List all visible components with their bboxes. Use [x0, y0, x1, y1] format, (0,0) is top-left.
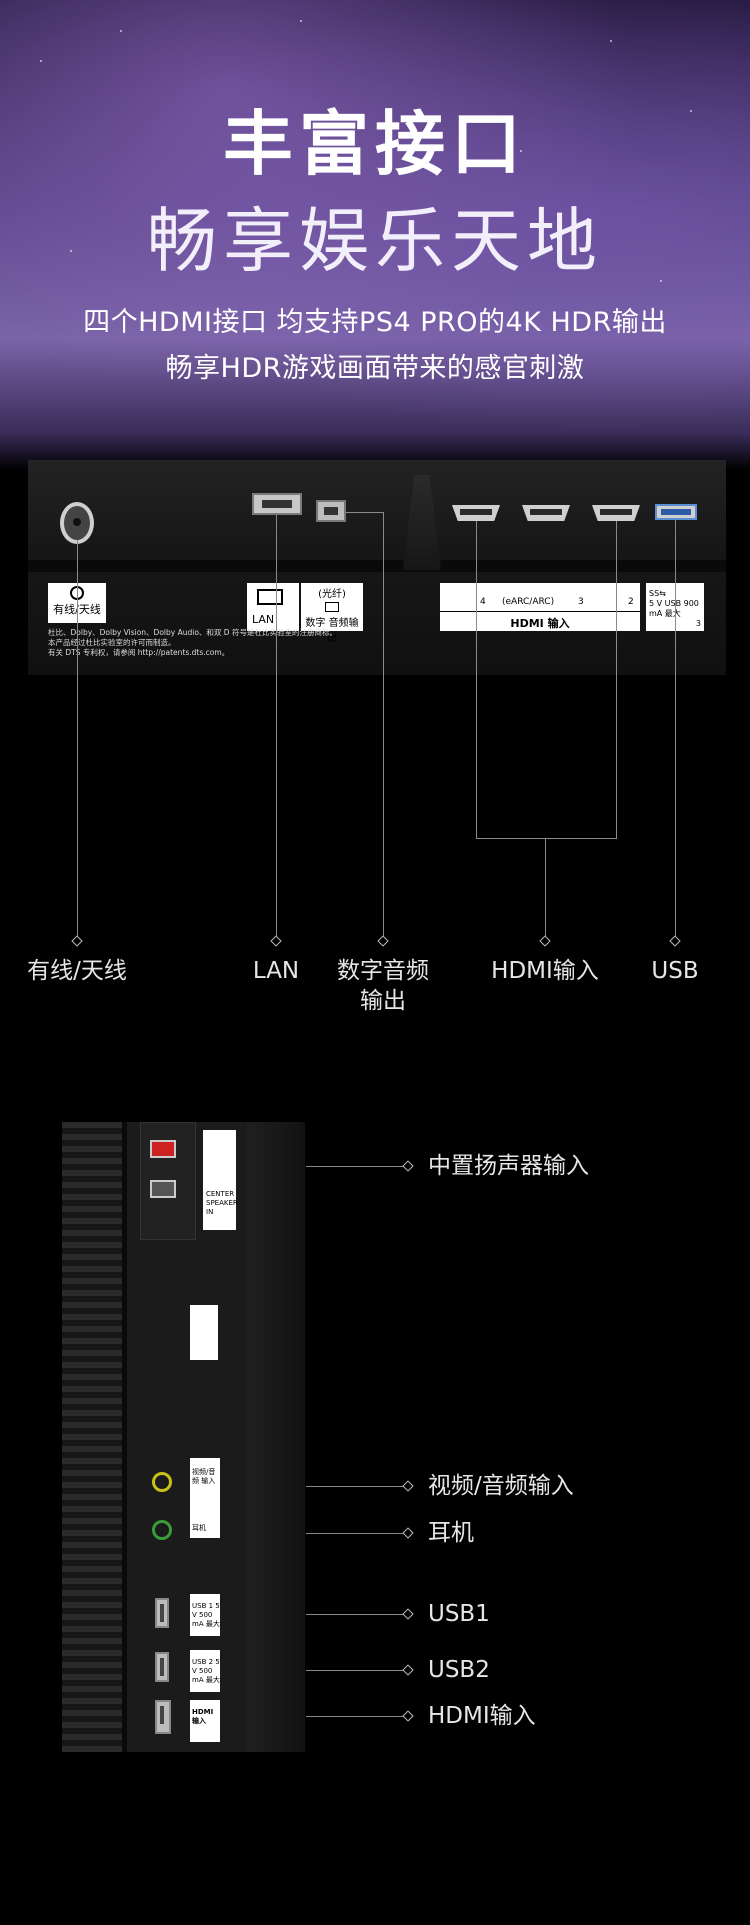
hdmi-port-3-icon [522, 505, 570, 521]
usb1-marker-icon [402, 1608, 414, 1620]
side-hdmi-marker-icon [402, 1710, 414, 1722]
usb-port-icon [655, 504, 697, 520]
hdmi2-leader-line [616, 521, 617, 839]
lan-leader-line [276, 515, 277, 940]
caption-center-speaker: 中置扬声器输入 [428, 1153, 589, 1179]
center-speaker-marker-icon [402, 1160, 414, 1172]
caption-side-hdmi: HDMI输入 [428, 1703, 536, 1729]
center-speaker-label: CENTER SPEAKER IN [203, 1130, 238, 1230]
optical-port-icon [316, 500, 346, 522]
star [120, 30, 122, 32]
star [520, 150, 522, 152]
hdmi-label: 4 (eARC/ARC) 3 2 HDMI 输入 [440, 583, 640, 631]
model-sticker [190, 1305, 218, 1360]
optical-label: (光纤) 数字 音频输出 [301, 583, 363, 644]
hdmi-leader-line [545, 838, 546, 940]
caption-headphone: 耳机 [428, 1520, 474, 1546]
caption-usb: USB [651, 958, 699, 984]
usb1-label: USB 1 5 V 500 mA 最大 [190, 1594, 220, 1636]
caption-av-input: 视频/音频输入 [428, 1473, 574, 1499]
usb-marker-icon [669, 935, 681, 947]
optical-symbol-icon [325, 602, 339, 612]
antenna-leader-line [77, 540, 78, 940]
side-hdmi-label: HDMI 输入 [190, 1700, 220, 1742]
usb1-port-icon [155, 1598, 169, 1628]
side-hdmi-port-icon [155, 1700, 171, 1734]
page-subtitle: 畅享娱乐天地 [147, 200, 603, 282]
speaker-black-terminal-icon [150, 1180, 176, 1198]
lan-marker-icon [270, 935, 282, 947]
lan-label: LAN [247, 583, 299, 631]
headphone-marker-icon [402, 1527, 414, 1539]
optical-leader-h [346, 512, 383, 513]
hdmi4-leader-line [476, 521, 477, 839]
usb1-leader [306, 1614, 406, 1615]
star [70, 250, 72, 252]
caption-usb2: USB2 [428, 1657, 490, 1683]
caption-hdmi: HDMI输入 [491, 958, 599, 984]
antenna-port-icon [60, 502, 94, 544]
center-speaker-leader [306, 1166, 406, 1167]
trademark-fine-print: 杜比、Dolby、Dolby Vision、Dolby Audio、和双 D 符… [48, 628, 337, 657]
lan-port-icon [252, 493, 302, 515]
star [300, 20, 302, 22]
speaker-red-terminal-icon [150, 1140, 176, 1158]
hdmi-marker-icon [539, 935, 551, 947]
hero-banner: 丰富接口 畅享娱乐天地 四个HDMI接口 均支持PS4 PRO的4K HDR输出… [0, 0, 750, 470]
optical-marker-icon [377, 935, 389, 947]
caption-optical: 数字音频 输出 [337, 958, 429, 1014]
panel-ridge [28, 560, 726, 572]
usb-leader-line [675, 520, 676, 940]
hdmi-port-4-icon [452, 505, 500, 521]
headphone-jack-icon [152, 1520, 172, 1540]
feature-line-1: 四个HDMI接口 均支持PS4 PRO的4K HDR输出 [83, 307, 667, 338]
usb2-marker-icon [402, 1664, 414, 1676]
hdmi-bracket-line [476, 838, 616, 839]
hdmi-port-2-icon [592, 505, 640, 521]
av-input-jack-icon [152, 1472, 172, 1492]
av-marker-icon [402, 1480, 414, 1492]
caption-usb1: USB1 [428, 1601, 490, 1627]
caption-lan: LAN [252, 958, 300, 984]
caption-antenna: 有线/天线 [27, 958, 127, 984]
star [40, 60, 42, 62]
star [690, 110, 692, 112]
av-leader [306, 1486, 406, 1487]
usb2-label: USB 2 5 V 500 mA 最大 [190, 1650, 220, 1692]
usb2-port-icon [155, 1652, 169, 1682]
page-title: 丰富接口 [223, 103, 527, 185]
star [610, 40, 612, 42]
antenna-marker-icon [71, 935, 83, 947]
headphone-leader [306, 1533, 406, 1534]
lan-symbol-icon [257, 589, 283, 605]
feature-line-2: 畅享HDR游戏画面带来的感官刺激 [165, 353, 585, 384]
side-edge [122, 1122, 127, 1752]
usb2-leader [306, 1670, 406, 1671]
av-label: 视频/音频 输入 耳机 [190, 1458, 220, 1538]
side-hdmi-leader [306, 1716, 406, 1717]
optical-leader-line [383, 512, 384, 940]
side-rail [247, 1122, 305, 1752]
star [660, 280, 662, 282]
side-vent-ribs [62, 1122, 122, 1752]
